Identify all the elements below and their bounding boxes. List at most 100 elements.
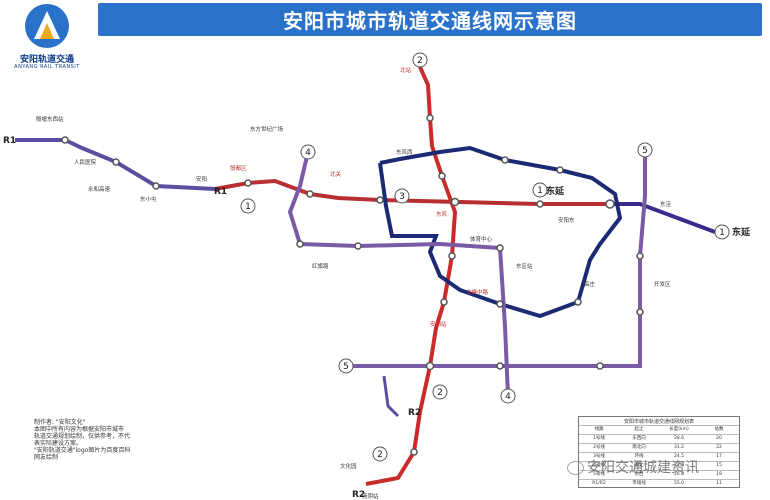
label-r1-west: R1 xyxy=(3,136,16,146)
legend-cell: 站数 xyxy=(714,427,724,432)
logo-emblem-icon xyxy=(25,4,69,48)
legend-cell: 20 xyxy=(716,436,722,441)
regional-markers: R1 R1 R2 R2 东延 东延 xyxy=(3,136,751,500)
legend-row: 1号线 东西向 28.6 20 xyxy=(579,434,739,443)
station-marker[interactable] xyxy=(440,298,448,306)
station-marker[interactable] xyxy=(306,190,314,198)
legend-cell: 东西 xyxy=(634,472,644,477)
legend-cell: 1号线 xyxy=(593,436,605,441)
station-marker[interactable] xyxy=(296,240,304,248)
legend-cell: 4号线 xyxy=(593,463,605,468)
station-label: 高庄 xyxy=(584,280,596,288)
map-note: 制作者: "安阳文化" 本图中所有内容为根据安阳市城市 轨道交通规划绘制，仅供参… xyxy=(34,419,156,461)
station-label: 红旗路 xyxy=(312,262,329,270)
line-badges: 2 1 1 1 3 4 4 5 5 2 2 xyxy=(240,52,730,462)
legend-cell: 15 xyxy=(716,463,722,468)
station-label: 东风西 xyxy=(396,148,413,156)
legend-cell: 线路 xyxy=(594,427,604,432)
badge-line4-top: 4 xyxy=(305,148,311,158)
station-label: 东方世纪广场 xyxy=(250,125,284,133)
station-label: 殷墟东西站 xyxy=(36,115,64,123)
station-marker[interactable] xyxy=(496,244,504,252)
station-marker[interactable] xyxy=(354,242,362,250)
station-marker[interactable] xyxy=(426,114,434,122)
station-marker[interactable] xyxy=(410,448,418,456)
station-label: 安阳站 xyxy=(430,320,447,328)
station-label: 文化园 xyxy=(340,462,357,470)
legend-cell: 市域线 xyxy=(632,481,646,486)
legend-cell: 31.2 xyxy=(673,445,685,450)
station-marker[interactable] xyxy=(605,199,615,209)
legend-cell: 2号线 xyxy=(593,445,605,450)
anyang-rail-logo: 安阳轨道交通 ANYANG RAIL TRANSIT xyxy=(6,3,86,77)
station-marker[interactable] xyxy=(496,362,504,370)
legend-row: 4号线 南北 21.9 15 xyxy=(579,461,739,470)
legend-row: 线路 起止 长度(km) 站数 xyxy=(579,425,739,434)
station-marker[interactable] xyxy=(596,362,604,370)
note-line: 制作者: "安阳文化" xyxy=(34,419,86,426)
badge-line4-bottom: 4 xyxy=(505,392,511,402)
legend-cell: 24.5 xyxy=(673,454,685,459)
wechat-icon xyxy=(567,461,584,475)
station-marker[interactable] xyxy=(112,158,120,166)
badge-line1-far: 1 xyxy=(719,228,725,238)
legend-cell: 3号线 xyxy=(593,454,605,459)
station-marker[interactable] xyxy=(636,252,644,260)
station-marker[interactable] xyxy=(450,197,460,207)
line-5 xyxy=(352,152,647,368)
note-line: 表实际建设方案。 xyxy=(34,440,83,447)
line-2 xyxy=(365,66,458,486)
legend-cell: 长度(km) xyxy=(669,427,689,432)
station-label: 体育中心 xyxy=(470,235,493,243)
badge-line2-top: 2 xyxy=(417,56,423,66)
station-marker[interactable] xyxy=(376,196,384,204)
station-marker[interactable] xyxy=(501,156,509,164)
legend-cell: 环线 xyxy=(634,454,644,459)
badge-line5-top: 5 xyxy=(642,146,648,156)
line-legend-table: 安阳市城市轨道交通线网规划表 线路 起止 长度(km) 站数 1号线 东西向 2… xyxy=(578,416,740,488)
legend-cell: 28.6 xyxy=(673,436,685,441)
label-r2-b: R2 xyxy=(352,490,365,500)
station-label: 安阳 xyxy=(196,175,207,183)
station-label: 文峰中路 xyxy=(466,288,489,296)
station-marker[interactable] xyxy=(636,308,644,316)
station-label: 北关 xyxy=(330,170,342,178)
badge-line3: 3 xyxy=(399,192,405,202)
station-marker[interactable] xyxy=(152,182,160,190)
legend-cell: 东西向 xyxy=(632,436,646,441)
station-marker[interactable] xyxy=(438,172,446,180)
legend-cell: 南北向 xyxy=(632,445,646,450)
watermark: 安阳交通城建资讯 xyxy=(567,457,699,477)
legend-row: 3号线 环线 24.5 17 xyxy=(579,452,739,461)
station-marker[interactable] xyxy=(425,361,435,371)
station-labels: 殷墟东西站 人民医院 永和高速 东小屯 殷都区 北关 东风西 东风 安阳东 高庄… xyxy=(36,66,672,500)
station-marker[interactable] xyxy=(536,200,544,208)
station-marker[interactable] xyxy=(244,179,252,187)
station-label: 人民医院 xyxy=(74,158,97,166)
watermark-text: 安阳交通城建资讯 xyxy=(587,460,699,476)
legend-row: 2号线 南北向 31.2 22 xyxy=(579,443,739,452)
badge-line5-left: 5 xyxy=(343,362,349,372)
badge-line2-bottom: 2 xyxy=(377,450,383,460)
station-marker[interactable] xyxy=(556,166,564,174)
legend-row: 5号线 东西 26.8 19 xyxy=(579,470,739,479)
station-marker[interactable] xyxy=(448,252,456,260)
note-line: 网友绘制 xyxy=(34,454,59,461)
legend-title: 安阳市城市轨道交通线网规划表 xyxy=(623,419,694,425)
legend-cell: R1/R2 xyxy=(592,481,606,486)
line-r2 xyxy=(382,375,400,418)
line-1-west xyxy=(214,178,610,206)
legend-cell: 南北 xyxy=(634,463,644,468)
station-label: 安阳东 xyxy=(558,216,575,224)
line-4 xyxy=(287,151,510,397)
line-1-east xyxy=(610,202,716,234)
legend-cell: 55.0 xyxy=(673,481,685,486)
station-marker[interactable] xyxy=(496,300,504,308)
legend-cell: 22 xyxy=(716,445,722,450)
station-label: 殷都区 xyxy=(230,164,247,172)
station-marker[interactable] xyxy=(61,136,69,144)
station-marker[interactable] xyxy=(574,298,582,306)
line-r1-west xyxy=(15,138,216,191)
badge-line1-mid: 1 xyxy=(245,202,251,212)
